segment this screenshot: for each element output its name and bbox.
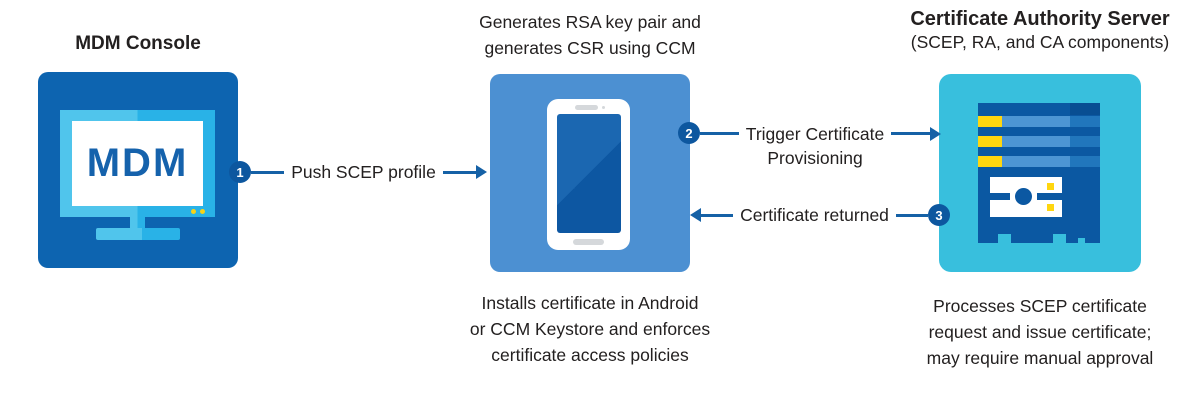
mdm-screen-label: MDM bbox=[86, 141, 189, 185]
drive-bar bbox=[1002, 116, 1070, 127]
flow-1-label: Push SCEP profile bbox=[291, 161, 436, 182]
monitor-led-icon bbox=[200, 209, 205, 214]
mdm-console-icon: MDM bbox=[38, 72, 238, 268]
flow-3-label: Certificate returned bbox=[740, 204, 889, 225]
flow-2-label-line-2: Provisioning bbox=[767, 148, 863, 168]
drive-bar-end bbox=[1070, 116, 1100, 127]
mdm-console-title: MDM Console bbox=[75, 33, 201, 54]
caption-line: may require manual approval bbox=[926, 348, 1154, 368]
connector-line bbox=[895, 213, 929, 217]
arrow-right-icon bbox=[930, 127, 942, 141]
panel-dial-icon bbox=[1015, 188, 1032, 205]
server-foot-notch bbox=[1078, 238, 1085, 243]
panel-slot-bar bbox=[1037, 193, 1062, 200]
caption-line: request and issue certificate; bbox=[928, 322, 1152, 342]
flow-step-3: Certificate returned 3 bbox=[690, 204, 951, 226]
flow-step-2: 2 Trigger Certificate Provisioning bbox=[678, 122, 942, 170]
panel-slot-bar bbox=[990, 193, 1010, 200]
phone-camera-icon bbox=[602, 106, 605, 109]
drive-led-icon bbox=[978, 136, 1002, 147]
caption-line: certificate access policies bbox=[491, 345, 689, 365]
monitor-led-icon bbox=[191, 209, 196, 214]
phone-icon bbox=[547, 99, 630, 250]
ca-server-icon bbox=[939, 74, 1141, 272]
device-icon bbox=[490, 74, 690, 272]
step-2-badge: 2 bbox=[678, 122, 700, 144]
phone-screen-icon bbox=[557, 114, 621, 233]
drive-bar bbox=[1002, 156, 1070, 167]
ca-caption-bottom: Processes SCEP certificate request and i… bbox=[880, 293, 1178, 371]
monitor-stand-base bbox=[96, 228, 180, 240]
caption-line: Processes SCEP certificate bbox=[933, 296, 1147, 316]
caption-line: generates CSR using CCM bbox=[484, 38, 696, 58]
connector-line bbox=[891, 132, 931, 135]
server-drive-row bbox=[978, 116, 1100, 127]
monitor-bezel-icon: MDM bbox=[60, 110, 215, 217]
flow-2-label: Trigger Certificate Provisioning bbox=[746, 122, 884, 170]
device-caption-top: Generates RSA key pair and generates CSR… bbox=[440, 9, 740, 61]
drive-led-icon bbox=[978, 156, 1002, 167]
panel-led-icon bbox=[1047, 204, 1054, 211]
server-rack-icon bbox=[978, 103, 1100, 243]
flow-2-label-line-1: Trigger Certificate bbox=[745, 124, 885, 144]
drive-bar bbox=[1002, 136, 1070, 147]
server-foot-notch bbox=[1053, 234, 1066, 243]
connector-line bbox=[700, 132, 739, 135]
step-3-badge: 3 bbox=[928, 204, 951, 226]
monitor-screen-icon: MDM bbox=[72, 121, 203, 206]
panel-led-icon bbox=[1047, 183, 1054, 190]
device-caption-bottom: Installs certificate in Android or CCM K… bbox=[425, 290, 755, 368]
caption-line: Generates RSA key pair and bbox=[479, 12, 701, 32]
server-front-panel bbox=[990, 177, 1062, 217]
server-header-panel bbox=[1070, 103, 1100, 115]
connector-line bbox=[251, 170, 285, 174]
arrow-left-icon bbox=[690, 208, 701, 222]
server-drive-row bbox=[978, 156, 1100, 167]
drive-bar-end bbox=[1070, 156, 1100, 167]
connector-line bbox=[442, 170, 476, 174]
step-1-badge: 1 bbox=[229, 161, 251, 183]
server-foot-notch bbox=[998, 234, 1011, 243]
drive-bar-end bbox=[1070, 136, 1100, 147]
caption-line: Installs certificate in Android bbox=[481, 293, 699, 313]
phone-home-button-icon bbox=[573, 239, 604, 245]
drive-led-icon bbox=[978, 116, 1002, 127]
ca-server-subtitle: (SCEP, RA, and CA components) bbox=[910, 32, 1170, 52]
caption-line: or CCM Keystore and enforces bbox=[469, 319, 711, 339]
arrow-right-icon bbox=[476, 165, 487, 179]
flow-step-1: 1 Push SCEP profile bbox=[229, 161, 487, 183]
phone-speaker-icon bbox=[575, 105, 598, 110]
connector-line bbox=[701, 213, 734, 217]
ca-server-title: Certificate Authority Server bbox=[910, 8, 1170, 30]
server-drive-row bbox=[978, 136, 1100, 147]
